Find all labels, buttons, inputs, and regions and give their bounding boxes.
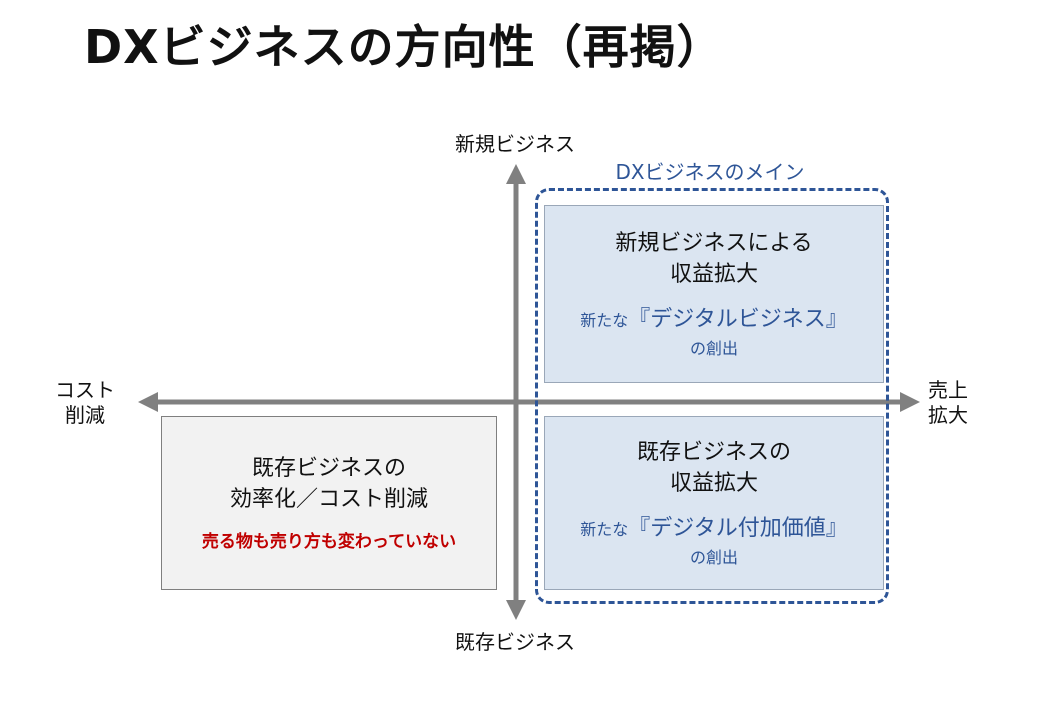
axis-arrow-up — [506, 164, 526, 184]
axis-label-cost-reduction: コスト 削減 — [40, 378, 130, 428]
quadrant-note: 売る物も売り方も変わっていない — [201, 532, 457, 553]
axis-label-new-business: 新規ビジネス — [455, 132, 575, 156]
quadrant-new-business-revenue: 新規ビジネスによる 収益拡大 新たな『デジタルビジネス』 の創出 — [544, 205, 884, 383]
quadrant-title-line2: 収益拡大 — [669, 262, 758, 287]
axis-label-cost-line2: 削減 — [65, 403, 105, 427]
axis-label-sales-expansion: 売上 拡大 — [918, 378, 978, 428]
axis-arrow-right — [900, 392, 920, 412]
axis-label-sales-line2: 拡大 — [928, 403, 968, 427]
quadrant-subtitle-line2: の創出 — [689, 338, 738, 358]
dx-main-frame — [535, 188, 889, 604]
quadrant-subtitle: 新たな『デジタル付加価値』 — [580, 510, 848, 542]
axis-label-existing-business: 既存ビジネス — [455, 630, 575, 654]
subtitle-highlight: 『デジタル付加価値』 — [628, 515, 848, 541]
quadrant-title-line1: 既存ビジネスの — [636, 440, 791, 466]
axis-label-sales-line1: 売上 — [928, 378, 968, 402]
page-title: DXビジネスの方向性（再掲） — [84, 20, 724, 74]
quadrant-existing-business-revenue: 既存ビジネスの 収益拡大 新たな『デジタル付加価値』 の創出 — [544, 416, 884, 590]
quadrant-title-line2: 収益拡大 — [669, 471, 758, 496]
quadrant-title-line2: 効率化／コスト削減 — [229, 486, 428, 512]
quadrant-subtitle: 新たな『デジタルビジネス』 — [580, 301, 848, 333]
axis-arrow-down — [506, 600, 526, 620]
subtitle-highlight: 『デジタルビジネス』 — [628, 306, 848, 332]
quadrant-existing-business-efficiency: 既存ビジネスの 効率化／コスト削減 売る物も売り方も変わっていない — [161, 416, 497, 590]
quadrant-title-line1: 既存ビジネスの — [251, 455, 406, 481]
axis-label-cost-line1: コスト — [55, 378, 115, 402]
subtitle-prefix: 新たな — [580, 519, 629, 539]
axis-arrow-left — [138, 392, 158, 412]
quadrant-subtitle-line2: の創出 — [689, 547, 738, 567]
dx-main-label: DXビジネスのメイン — [615, 160, 805, 184]
quadrant-title-line1: 新規ビジネスによる — [615, 231, 813, 257]
subtitle-prefix: 新たな — [580, 310, 629, 330]
